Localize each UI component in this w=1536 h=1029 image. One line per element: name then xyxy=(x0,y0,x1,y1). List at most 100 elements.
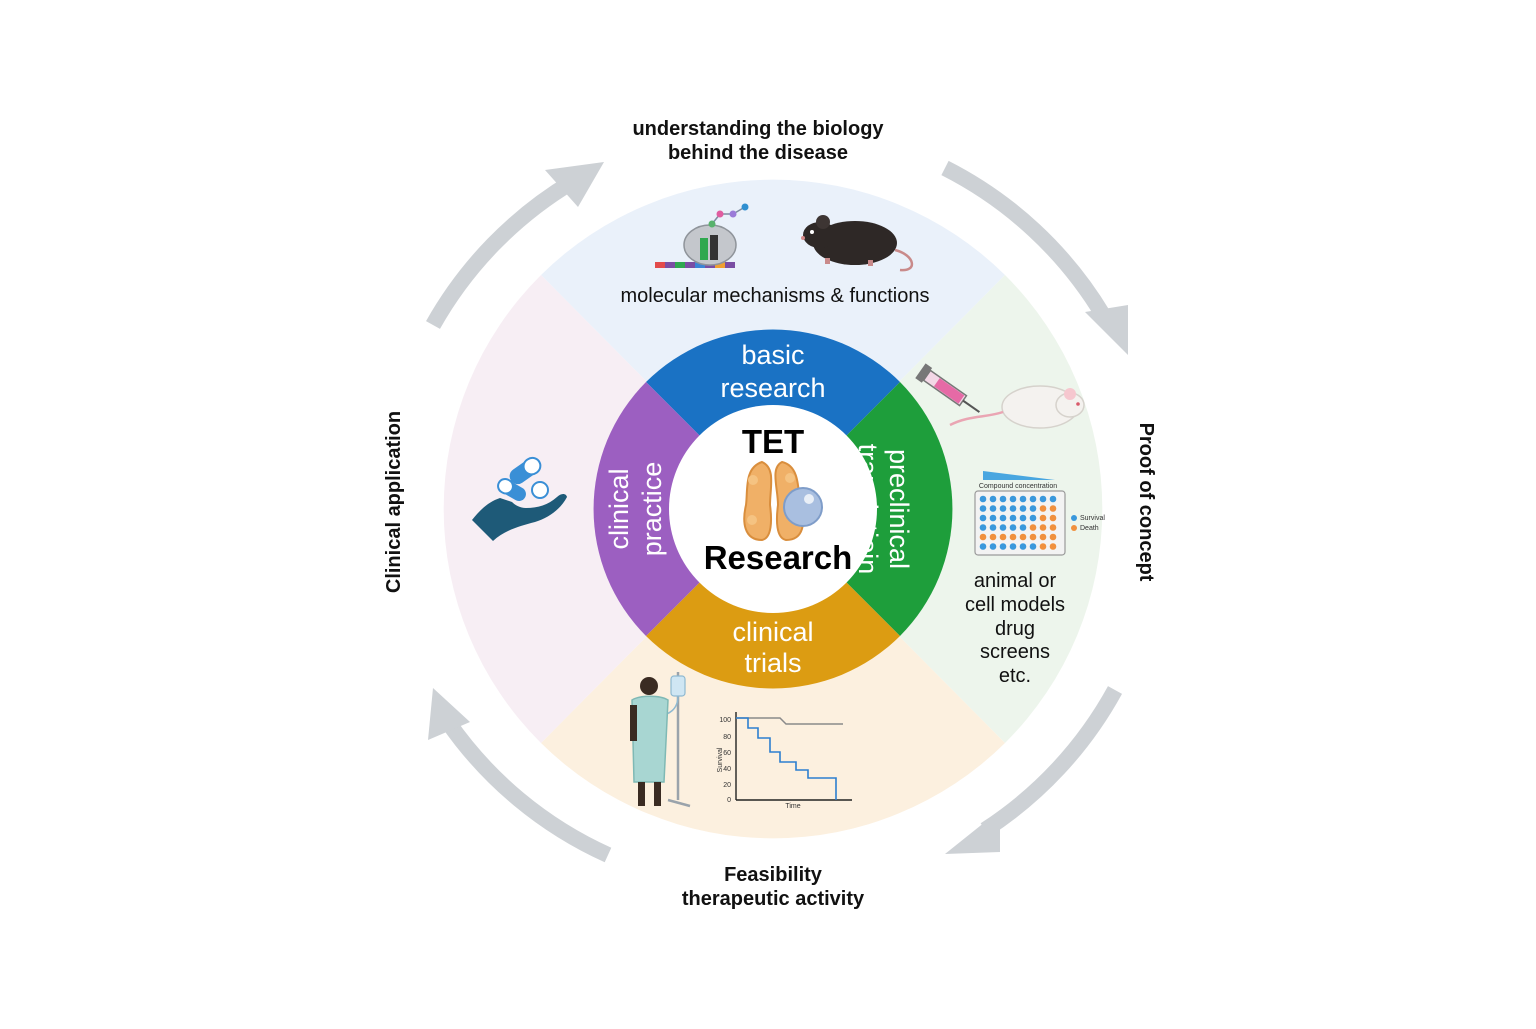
plate-well xyxy=(1019,505,1027,512)
center-title-research: Research xyxy=(704,539,853,576)
plate-well xyxy=(999,524,1007,531)
plate-well xyxy=(999,505,1007,512)
arrow-bottom-right xyxy=(945,686,1123,854)
plate-well xyxy=(1009,505,1017,512)
plate-well xyxy=(1049,543,1057,550)
quadrant-top-caption: molecular mechanisms & functions xyxy=(620,285,929,307)
plate-well xyxy=(1049,533,1057,541)
black-mouse-icon xyxy=(801,215,913,272)
white-mouse-icon xyxy=(949,385,1085,429)
clinical-trials-label-2: trials xyxy=(744,648,801,678)
label-feasibility-2: therapeutic activity xyxy=(682,888,865,910)
drug-screen-plate: Compound concentration Survival Death xyxy=(974,471,1105,556)
survival-ytick-100: 100 xyxy=(719,717,731,724)
plate-well xyxy=(999,495,1007,503)
preclinical-label-1: preclinical xyxy=(884,449,914,569)
molecular-machinery-icon xyxy=(655,203,749,268)
plate-well xyxy=(989,514,997,522)
plate-well xyxy=(979,495,987,503)
plate-well xyxy=(1049,505,1057,512)
arrow-top-right xyxy=(941,160,1128,355)
plate-well xyxy=(1029,524,1037,531)
survival-ytick-0: 0 xyxy=(727,797,731,804)
plate-well xyxy=(1009,495,1017,503)
plate-well xyxy=(1019,543,1027,550)
survival-line-control xyxy=(736,717,843,725)
cycle-arrows xyxy=(426,160,1128,863)
thymus-illustration xyxy=(743,460,823,542)
plate-well xyxy=(1049,514,1057,522)
survival-ytick-80: 80 xyxy=(723,734,731,741)
patient-with-iv-icon xyxy=(630,672,691,808)
basic-research-label-1: basic xyxy=(741,340,804,370)
quadrant-right-line-1: animal or xyxy=(974,570,1057,592)
plate-well xyxy=(1009,524,1017,531)
plate-well xyxy=(999,514,1007,522)
label-feasibility-1: Feasibility xyxy=(724,864,823,886)
plate-well xyxy=(1039,524,1047,531)
clinical-trials-label-1: clinical xyxy=(732,617,813,647)
plate-well xyxy=(1029,495,1037,503)
quadrant-right-line-4: screens xyxy=(980,641,1050,663)
plate-well xyxy=(999,533,1007,541)
plate-header: Compound concentration xyxy=(979,483,1057,490)
plate-legend-death: Death xyxy=(1080,525,1099,532)
plate-well xyxy=(1019,533,1027,541)
hand-with-pills-icon xyxy=(472,456,567,541)
plate-well xyxy=(1049,495,1057,503)
clinical-practice-label-2: practice xyxy=(637,462,667,557)
arrow-bottom-left xyxy=(428,688,612,863)
label-understanding-biology-1: understanding the biology xyxy=(632,118,884,140)
plate-well xyxy=(989,505,997,512)
plate-well xyxy=(989,543,997,550)
plate-well xyxy=(1009,543,1017,550)
plate-well xyxy=(979,524,987,531)
plate-well xyxy=(979,543,987,550)
plate-well xyxy=(1029,505,1037,512)
arrow-top-left xyxy=(426,162,604,329)
plate-well xyxy=(989,533,997,541)
plate-well xyxy=(1039,495,1047,503)
quadrant-right-line-5: etc. xyxy=(999,665,1031,687)
plate-well xyxy=(999,543,1007,550)
survival-xlabel: Time xyxy=(785,803,800,810)
tumor-icon xyxy=(783,487,823,527)
plate-well xyxy=(1039,533,1047,541)
plate-well xyxy=(1019,495,1027,503)
plate-well xyxy=(1049,524,1057,531)
survival-curve-plot: 100 80 60 40 20 0 Survival Time xyxy=(717,712,852,810)
plate-well xyxy=(1019,514,1027,522)
center-disc xyxy=(669,405,877,613)
basic-research-label-2: research xyxy=(720,373,825,403)
syringe-icon xyxy=(915,363,980,413)
label-clinical-application: Clinical application xyxy=(383,411,405,593)
label-proof-of-concept: Proof of concept xyxy=(1135,423,1157,582)
center-title-tet: TET xyxy=(742,423,804,460)
survival-ytick-60: 60 xyxy=(723,750,731,757)
plate-well xyxy=(1019,524,1027,531)
plate-well xyxy=(1009,533,1017,541)
plate-well xyxy=(1029,514,1037,522)
survival-ylabel: Survival xyxy=(717,747,724,772)
survival-line-treatment xyxy=(736,717,837,800)
quadrant-right-line-2: cell models xyxy=(965,594,1065,616)
label-understanding-biology-2: behind the disease xyxy=(668,142,848,164)
research-ring xyxy=(593,329,953,689)
clinical-practice-label-1: clinical xyxy=(604,468,634,549)
plate-well xyxy=(989,524,997,531)
survival-ytick-20: 20 xyxy=(723,782,731,789)
quadrant-right-line-3: drug xyxy=(995,618,1035,640)
plate-well xyxy=(979,514,987,522)
plate-well xyxy=(1039,505,1047,512)
plate-well xyxy=(1039,543,1047,550)
plate-well xyxy=(979,533,987,541)
plate-well xyxy=(979,505,987,512)
plate-well xyxy=(989,495,997,503)
survival-ytick-40: 40 xyxy=(723,766,731,773)
plate-well xyxy=(1039,514,1047,522)
preclinical-label-2: translatioin xyxy=(853,444,883,575)
plate-well xyxy=(1009,514,1017,522)
plate-well xyxy=(1029,543,1037,550)
plate-legend-survival: Survival xyxy=(1080,515,1105,522)
